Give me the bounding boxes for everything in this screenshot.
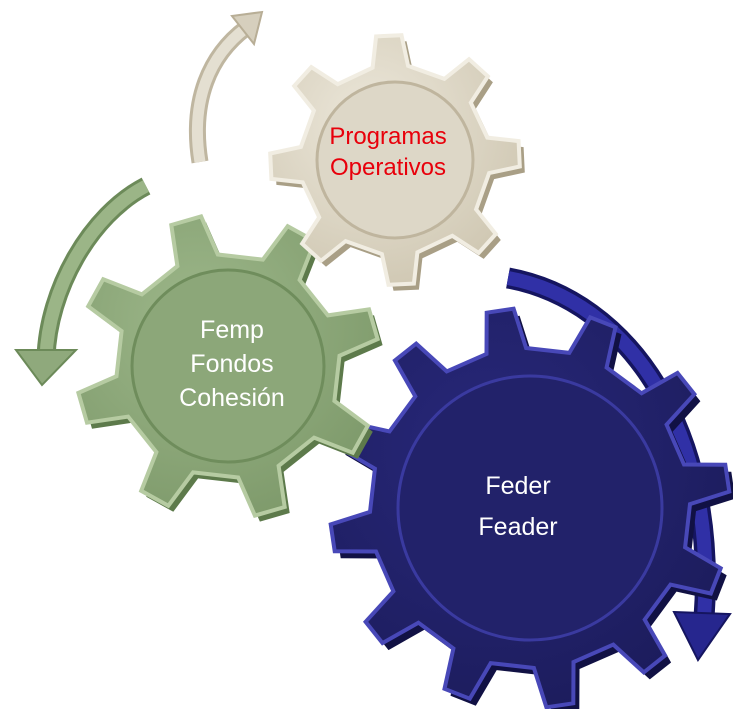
gear-femp [75, 213, 383, 522]
gear-femp-line-1: Femp [200, 316, 264, 344]
gear-programas-hub [315, 80, 475, 240]
gear-feder-label: Feder Feader [418, 466, 618, 547]
gear-programas [268, 33, 525, 291]
gear-programas-label: Programas Operativos [288, 122, 488, 183]
gear-feder-line-1: Feder [485, 472, 551, 500]
gear-femp-line-2: Fondos [190, 350, 274, 378]
gear-femp-line-3: Cohesión [179, 384, 285, 412]
curved-arrow-up-icon [188, 10, 264, 164]
gear-feder-hub [396, 374, 664, 642]
gear-feder-line-2: Feader [478, 512, 558, 541]
gear-programas-line-2: Operativos [329, 153, 447, 181]
curved-arrow-down-icon [14, 177, 151, 387]
gear-femp-label: Femp Fondos Cohesión [132, 313, 332, 415]
gear-femp-hub [130, 268, 326, 464]
gear-feder [328, 306, 733, 709]
gear-programas-line-1: Programas [329, 123, 447, 150]
